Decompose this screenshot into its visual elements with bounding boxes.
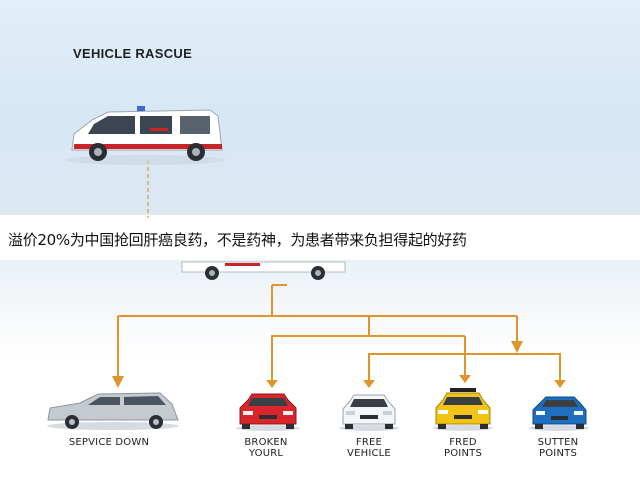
node-label-line: POINTS [539,448,577,459]
node-label-line: SUTTEN [537,437,579,448]
node-label-line: FREE [355,437,383,448]
node-label-service-down: SEPVICE DOWN [54,437,164,448]
lower-background [0,258,640,480]
node-label-line: BROKEN [244,437,288,448]
headline-banner: 溢价20%为中国抢回肝癌良药，不是药神，为患者带来负担得起的好药 [0,218,640,260]
yellow-taxi-icon [433,388,493,431]
node-label-line: VEHICLE [347,448,391,459]
node-label-line: SEPVICE DOWN [68,437,150,448]
headline-text: 溢价20%为中国抢回肝癌良药，不是药神，为患者带来负担得起的好药 [8,230,467,249]
node-label-line: FRED [449,437,477,448]
connector-tree [112,284,561,388]
node-label-free-vehicle: FREE VEHICLE [314,437,424,459]
rescue-truck-icon [181,261,346,280]
node-label-line: POINTS [444,448,482,459]
node-label-broken-yourl: BROKEN YOURL [211,437,321,459]
sky-background [0,0,640,215]
red-hatchback-icon [236,393,300,431]
connector-arrowheads [266,375,566,388]
ambulance-icon [65,106,225,165]
diagram-title: VEHICLE RASCUE [73,46,193,61]
node-label-fred-points: FRED POINTS [408,437,518,459]
blue-compact-icon [529,396,589,431]
node-label-sutten-points: SUTTEN POINTS [503,437,613,459]
white-hatchback-icon [339,394,399,431]
silver-wagon-icon [47,392,179,430]
node-label-line: YOURL [248,448,284,459]
